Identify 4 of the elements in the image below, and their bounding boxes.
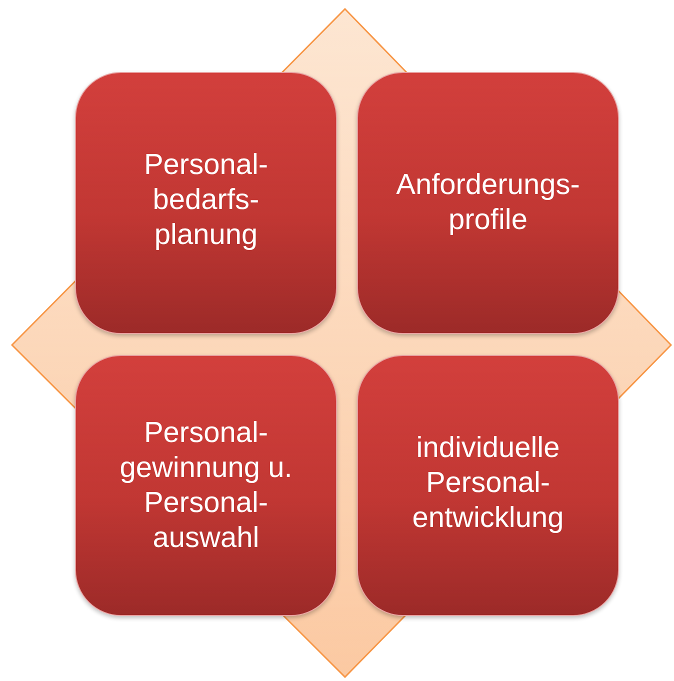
box-label: Personal- bedarfs- planung <box>142 148 270 253</box>
box-label: individuelle Personal- entwicklung <box>411 431 565 536</box>
box-label: Personal- gewinnung u. Personal- auswahl <box>118 416 294 556</box>
box-label: Anforderungs- profile <box>395 168 581 238</box>
